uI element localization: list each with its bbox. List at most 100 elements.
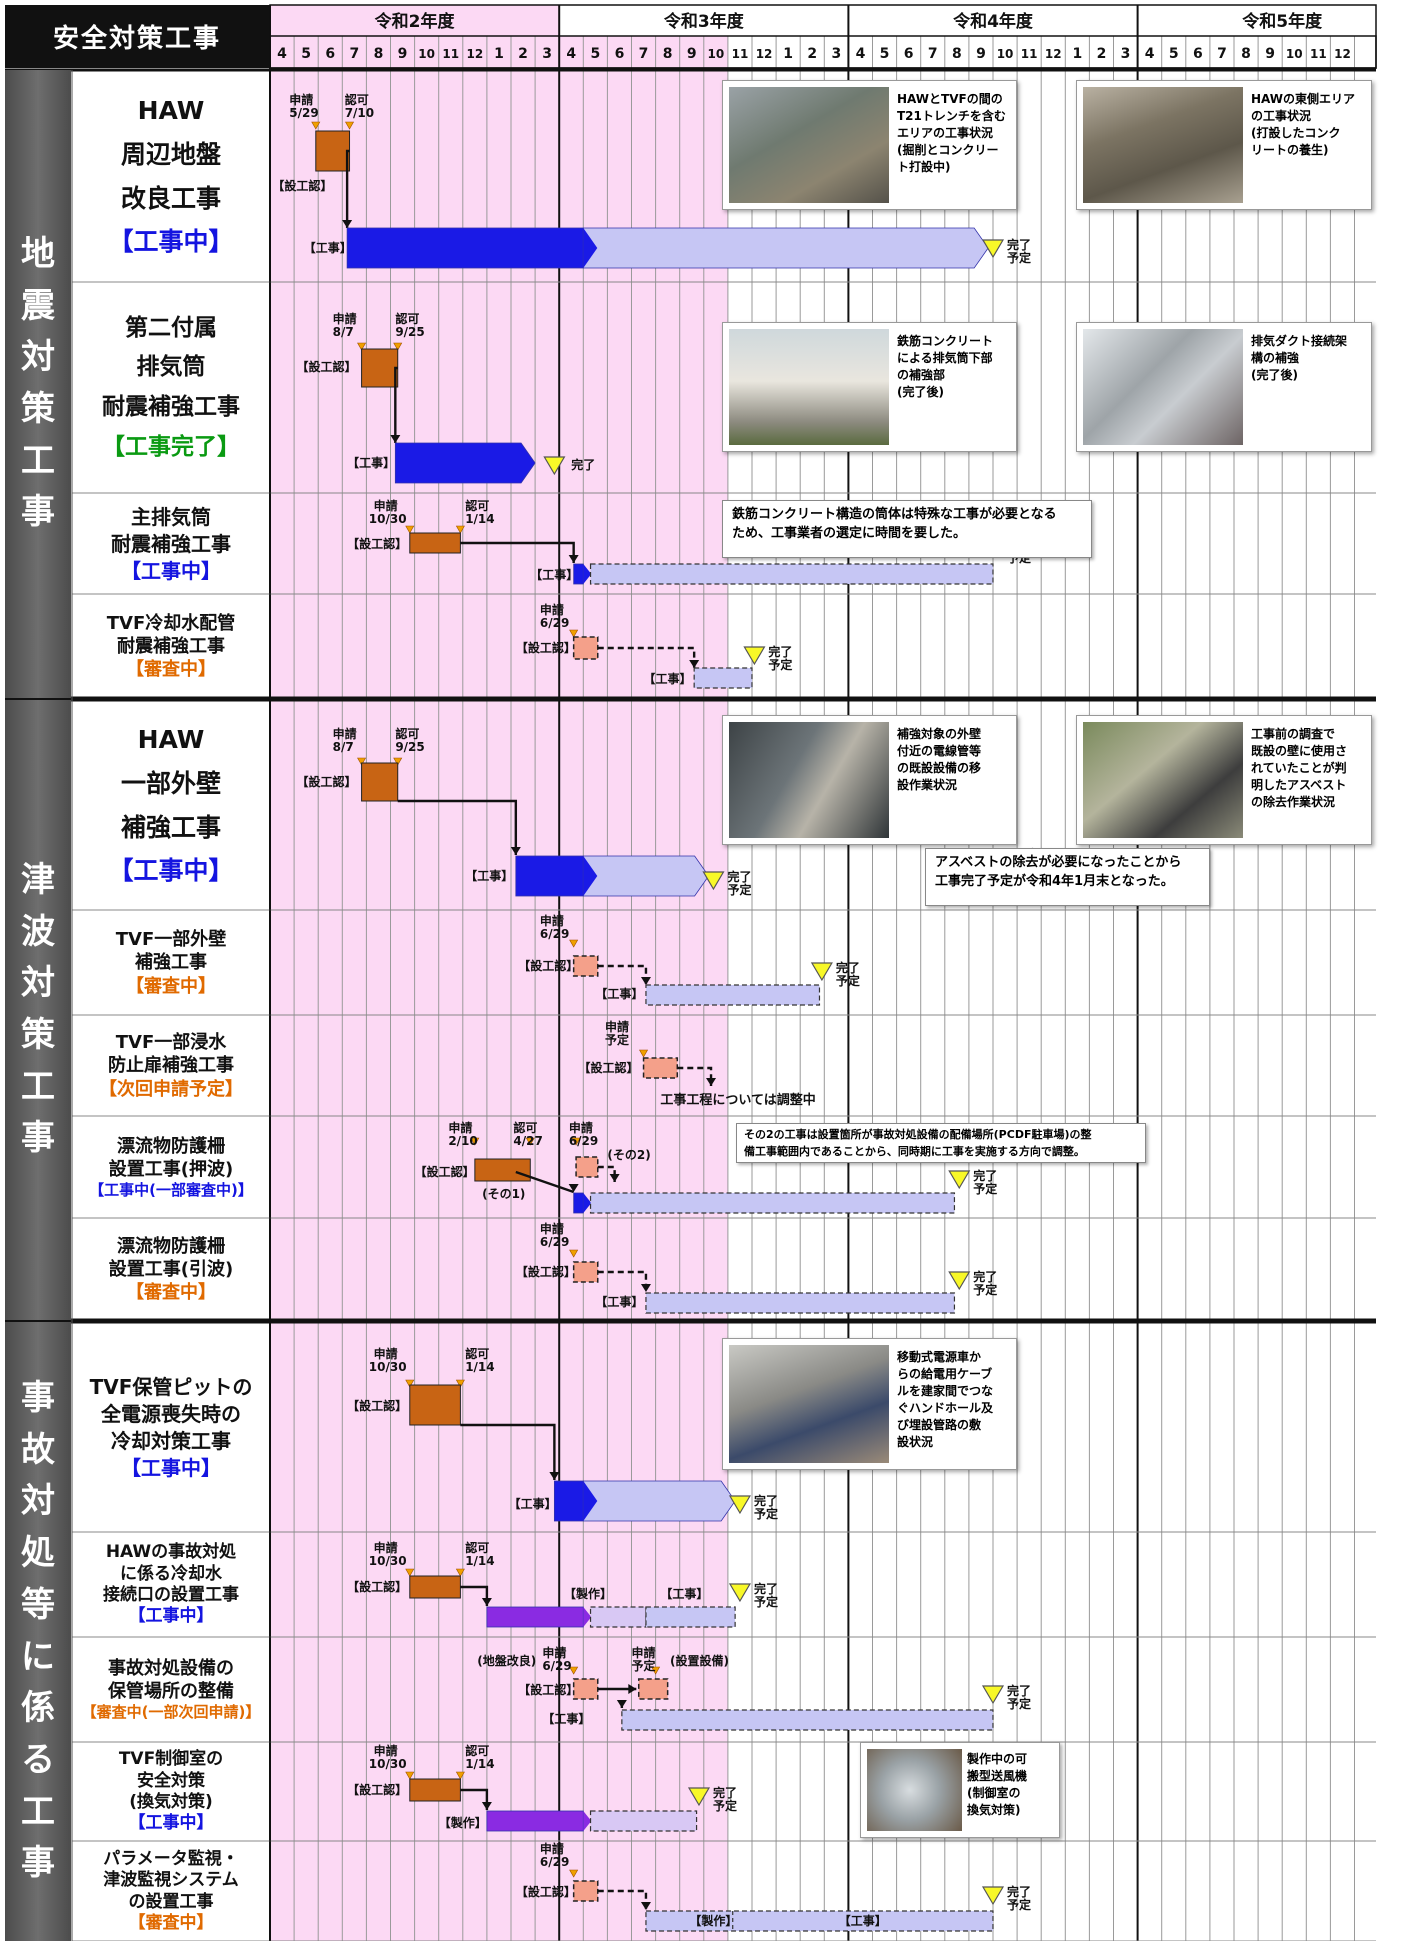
project-name-line: TVF保管ピットの (90, 1374, 253, 1401)
project-name-line: HAW (138, 718, 205, 762)
construction-photo (729, 87, 889, 203)
photo-box-duct-frame: 排気ダクト接続架構の補強(完了後) (1076, 322, 1372, 452)
project-name-line: HAW (138, 89, 205, 133)
completion-triangle (812, 963, 832, 980)
design-approval-label: 【設工認】 (297, 774, 357, 789)
category-char: 策 (21, 384, 55, 436)
completion-label: 完了 (1007, 1683, 1031, 1698)
design-approval-bar-phase1 (475, 1159, 530, 1181)
photo-caption: 補強対象の外壁付近の電線管等の既設設備の移設作業状況 (897, 726, 1010, 794)
construction-bar-planned (694, 668, 752, 688)
project-status: 【次回申請予定】 (99, 1078, 243, 1101)
construction-photo (729, 722, 889, 838)
approval-label: 認可 (395, 726, 419, 741)
project-name-line: 耐震補強工事 (102, 388, 240, 428)
project-status: 【工事中】 (121, 558, 221, 585)
month-label: 9 (1265, 46, 1275, 62)
month-label: 8 (663, 46, 673, 62)
application-date: 6/29 (542, 1659, 571, 1673)
caption-line: 排気ダクト接続架 (1251, 333, 1365, 350)
month-label: 4 (856, 46, 866, 62)
construction-bar-actual (574, 1193, 584, 1213)
month-label: 8 (1241, 46, 1251, 62)
completion-label-planned: 予定 (727, 882, 751, 897)
month-label: 1 (1072, 46, 1082, 62)
design-approval-label: 【設工認】 (516, 1264, 576, 1279)
caption-line: 既設の壁に使用さ (1251, 743, 1365, 760)
completion-label-planned: 予定 (713, 1798, 737, 1813)
project-status: 【審査中】 (126, 658, 216, 681)
application-date: 5/29 (289, 106, 318, 120)
project-name-cell: TVF一部浸水防止扉補強工事【次回申請予定】 (72, 1017, 270, 1115)
month-label: 10 (997, 47, 1014, 61)
construction-label: 【工事】 (509, 1496, 557, 1511)
note-phase2-schedule: その2の工事は設置箇所が事故対処設備の配備場所(PCDF駐車場)の整備工事範囲内… (736, 1123, 1146, 1163)
completion-triangle (949, 1171, 969, 1188)
design-approval-bar-equipment (639, 1679, 668, 1699)
project-name-line: 排気筒 (137, 348, 206, 388)
application-date: 2/10 (448, 1134, 477, 1148)
project-status: 【審査中】 (129, 1913, 214, 1934)
completion-label-planned: 予定 (836, 973, 860, 988)
caption-line: (掘削とコンクリー (897, 142, 1010, 159)
equipment-label: (設置設備) (670, 1653, 729, 1668)
approval-label: 認可 (465, 1743, 489, 1758)
note-line: ため、工事業者の選定に時間を要した。 (732, 525, 1082, 544)
construction-photo (1083, 87, 1243, 203)
completion-triangle (744, 647, 764, 664)
construction-bar-planned (591, 564, 993, 584)
category-char: に (21, 1632, 55, 1684)
project-name-line: TVF一部浸水 (116, 1031, 227, 1054)
project-status: 【工事中】 (108, 220, 233, 264)
category-char: 工 (21, 1787, 55, 1839)
application-date: 10/30 (369, 1360, 407, 1374)
project-name-cell: HAW一部外壁補強工事【工事中】 (72, 702, 270, 909)
project-name-line: HAWの事故対処 (106, 1542, 236, 1563)
project-name-line: 設置工事(押波) (109, 1158, 233, 1181)
construction-bar-planned (646, 985, 820, 1005)
project-name-line: 耐震補強工事 (117, 635, 225, 658)
photo-box-asbestos: 工事前の調査で既設の壁に使用されていたことが判明したアスベストの除去作業状況 (1076, 715, 1372, 845)
project-name-line: 主排気筒 (131, 504, 211, 531)
project-name-line: 冷却対策工事 (111, 1428, 231, 1455)
design-approval-label: 【設工認】 (518, 1682, 578, 1697)
caption-line: の既設設備の移 (897, 760, 1010, 777)
design-approval-label: 【設工認】 (347, 1782, 407, 1797)
approval-date: 4/27 (513, 1134, 542, 1148)
photo-box-cable: 移動式電源車からの給電用ケーブルを建家間でつなぐハンドホール及び埋設管路の敷設状… (722, 1338, 1017, 1470)
category-char: 対 (21, 1476, 55, 1528)
month-label: 1 (783, 46, 793, 62)
completion-label: 完了 (571, 457, 595, 472)
completion-label: 完了 (973, 1269, 997, 1284)
category-char: 対 (21, 332, 55, 384)
fabrication-label: 【製作】 (564, 1586, 612, 1601)
application-date-2: 6/29 (569, 1134, 598, 1148)
construction-label: 【工事】 (542, 1711, 590, 1726)
caption-line: (完了後) (897, 384, 1010, 401)
note-line: その2の工事は設置箇所が事故対処設備の配備場所(PCDF駐車場)の整 (744, 1127, 1138, 1144)
design-approval-bar (362, 349, 398, 387)
completion-triangle (983, 1686, 1003, 1703)
category-tsunami: 津波対策工事 (5, 700, 71, 1320)
design-approval-bar (410, 1576, 461, 1598)
approval-date: 9/25 (395, 740, 424, 754)
construction-photo (729, 329, 889, 445)
application-label: 申請 (374, 498, 398, 513)
project-name-line: 耐震補強工事 (111, 531, 231, 558)
application-date: 6/29 (540, 616, 569, 630)
month-label: 3 (542, 46, 552, 62)
approval-date: 1/14 (465, 1757, 494, 1771)
caption-line: (制御室の (967, 1785, 1053, 1802)
application-label: 申請 (289, 92, 313, 107)
category-char: 等 (21, 1580, 55, 1632)
project-name-cell: パラメータ監視・津波監視システムの設置工事【審査中】 (72, 1843, 270, 1940)
month-label: 8 (952, 46, 962, 62)
category-char: 波 (21, 907, 55, 959)
design-approval-label: 【設工認】 (578, 1060, 638, 1075)
construction-label: 【工事】 (839, 1913, 887, 1928)
caption-line: 工事前の調査で (1251, 726, 1365, 743)
application-label: 申請 (333, 311, 357, 326)
completion-label-planned: 予定 (1007, 250, 1031, 265)
project-status: 【工事中(一部審査中)】 (89, 1181, 253, 1200)
